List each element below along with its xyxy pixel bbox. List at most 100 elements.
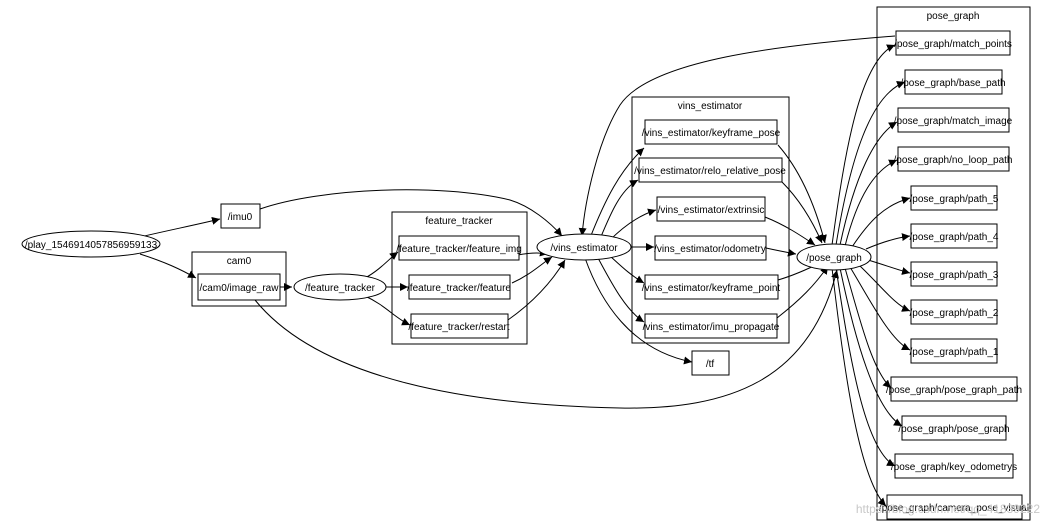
topic-pg-path-3[interactable]: /pose_graph/path_3 (910, 261, 999, 287)
cluster-pose-graph: pose_graph (876, 6, 1031, 521)
topic-pg-path-5[interactable]: /pose_graph/path_5 (910, 185, 999, 211)
edge-odom-pg (765, 247, 797, 257)
edge-ft-restart (364, 295, 411, 326)
topic-pg-match-image-label: /pose_graph/match_image (894, 116, 1013, 127)
topic-pg-path-4[interactable]: /pose_graph/path_4 (910, 223, 999, 249)
edge-feature-vins (511, 256, 553, 284)
topic-pg-path-2-label: /pose_graph/path_2 (910, 308, 999, 319)
edge-pg-matchpoints (831, 44, 896, 246)
topic-pg-match-points[interactable]: /pose_graph/match_points (894, 30, 1012, 56)
topic-ve-extrinsic-label: /vins_estimator/extrinsic (658, 205, 765, 216)
edge-cam0-posegraph (254, 269, 839, 409)
topic-pg-pose-graph-label: /pose_graph/pose_graph (898, 424, 1009, 435)
topic-pg-path-4-label: /pose_graph/path_4 (910, 232, 999, 243)
node-pose-graph-label: /pose_graph (806, 253, 862, 264)
topic-pg-camera-pose-visual[interactable]: /pose_graph/camera_pose_visual (879, 494, 1029, 520)
cluster-cam0-label: cam0 (227, 256, 252, 267)
topic-imu0[interactable]: /imu0 (220, 203, 261, 229)
topic-ft-feature-img[interactable]: /feature_tracker/feature_img (396, 235, 522, 261)
node-play[interactable]: /play_1546914057856959133 (21, 230, 161, 258)
cluster-feature-tracker-box (391, 211, 528, 345)
topic-ve-extrinsic[interactable]: /vins_estimator/extrinsic (656, 196, 766, 222)
topic-ft-restart[interactable]: /feature_tracker/restart (408, 313, 510, 339)
topic-pg-pose-graph[interactable]: /pose_graph/pose_graph (898, 415, 1010, 441)
topic-pg-path-1[interactable]: /pose_graph/path_1 (910, 338, 999, 364)
node-play-label: /play_1546914057856959133 (25, 240, 158, 251)
edge-kfpose-pg (777, 144, 827, 244)
edge-play-imu0 (139, 216, 221, 238)
cluster-vins-estimator-label: vins_estimator (678, 101, 743, 112)
cluster-vins-estimator: vins_estimator (631, 96, 790, 344)
topic-ve-odometry-label: /vins_estimator/odometry (654, 244, 766, 255)
edge-imu0-vins (259, 189, 563, 237)
topic-ve-keyframe-point-label: /vins_estimator/keyframe_point (642, 283, 781, 294)
edges (139, 35, 911, 507)
topic-ve-relo-relative-pose[interactable]: /vins_estimator/relo_relative_pose (634, 157, 786, 183)
topic-ve-imu-propagate[interactable]: /vins_estimator/imu_propagate (643, 313, 780, 339)
edge-pg-path5 (851, 196, 911, 248)
topic-pg-match-image[interactable]: /pose_graph/match_image (894, 107, 1013, 133)
node-vins-estimator[interactable]: /vins_estimator (536, 233, 632, 261)
topic-pg-key-odometrys[interactable]: /pose_graph/key_odometrys (891, 453, 1017, 479)
topic-pg-pose-graph-path[interactable]: /pose_graph/pose_graph_path (886, 376, 1022, 402)
edge-pg-path2 (859, 265, 911, 312)
topic-pg-pose-graph-path-label: /pose_graph/pose_graph_path (886, 385, 1022, 396)
topic-pg-no-loop-path-label: /pose_graph/no_loop_path (894, 155, 1013, 166)
topic-ve-keyframe-pose[interactable]: /vins_estimator/keyframe_pose (642, 119, 781, 145)
edge-ft-featimg (364, 251, 399, 279)
topic-ve-odometry[interactable]: /vins_estimator/odometry (654, 235, 767, 261)
topic-pg-path-5-label: /pose_graph/path_5 (910, 194, 999, 205)
edge-vins-imuprop (597, 257, 645, 323)
cluster-cam0: cam0 (191, 251, 287, 307)
edge-imuprop-pg (776, 265, 829, 319)
edge-relo-pg (781, 181, 823, 244)
node-vins-estimator-label: /vins_estimator (550, 243, 618, 254)
cluster-feature-tracker: feature_tracker (391, 211, 528, 345)
cluster-pose-graph-box (876, 6, 1031, 521)
edge-pg-noloop (844, 159, 898, 247)
edge-pg-camvis (831, 267, 887, 507)
topic-ve-relo-relative-pose-label: /vins_estimator/relo_relative_pose (634, 166, 786, 177)
topic-pg-no-loop-path[interactable]: /pose_graph/no_loop_path (894, 146, 1013, 172)
node-pose-graph[interactable]: /pose_graph (796, 243, 872, 271)
edge-pg-path1 (849, 266, 911, 351)
cluster-cam0-box (191, 251, 287, 307)
node-feature-tracker[interactable]: /feature_tracker (293, 273, 387, 301)
topic-pg-camera-pose-visual-label: /pose_graph/camera_pose_visual (879, 503, 1029, 514)
edge-vins-relo (599, 179, 639, 240)
edge-play-cam0 (139, 253, 197, 279)
edge-pg-path3 (867, 259, 911, 275)
topic-pg-path-3-label: /pose_graph/path_3 (910, 270, 999, 281)
edge-pg-basepath (835, 81, 906, 246)
topic-pg-path-1-label: /pose_graph/path_1 (910, 347, 999, 358)
edge-pg-matchimage (839, 121, 898, 246)
topic-ve-imu-propagate-label: /vins_estimator/imu_propagate (643, 322, 780, 333)
topic-ft-feature-label: /feature_tracker/feature (407, 283, 511, 294)
topic-cam0-image-raw-label: /cam0/image_raw (200, 283, 280, 294)
topic-tf[interactable]: /tf (691, 350, 730, 376)
edge-vins-kfpose (589, 147, 645, 239)
edge-pg-pgpath (844, 267, 892, 389)
topic-ve-keyframe-point[interactable]: /vins_estimator/keyframe_point (642, 274, 781, 300)
topic-cam0-image-raw[interactable]: /cam0/image_raw (197, 273, 281, 301)
edge-vins-tf (584, 257, 693, 365)
topic-ft-restart-label: /feature_tracker/restart (408, 322, 509, 333)
watermark-text: https://blog.csdn.net/qq_41839222 (856, 502, 1040, 516)
cluster-vins-estimator-box (631, 96, 790, 344)
cluster-pose-graph-label: pose_graph (927, 11, 980, 22)
topic-pg-base-path[interactable]: /pose_graph/base_path (900, 69, 1006, 95)
edge-vins-extrinsic (609, 208, 657, 241)
node-feature-tracker-label: /feature_tracker (305, 283, 376, 294)
edge-pg-pgpg (839, 267, 903, 427)
topic-pg-path-2[interactable]: /pose_graph/path_2 (910, 299, 999, 325)
topic-ve-keyframe-pose-label: /vins_estimator/keyframe_pose (642, 128, 781, 139)
edge-pg-path4 (865, 233, 911, 250)
topic-ft-feature[interactable]: /feature_tracker/feature (407, 274, 511, 300)
topic-pg-key-odometrys-label: /pose_graph/key_odometrys (891, 462, 1017, 473)
edge-restart-vins (504, 259, 566, 323)
edge-matchpoints-vins (578, 35, 896, 237)
topic-pg-match-points-label: /pose_graph/match_points (894, 39, 1012, 50)
cluster-feature-tracker-label: feature_tracker (425, 216, 493, 227)
